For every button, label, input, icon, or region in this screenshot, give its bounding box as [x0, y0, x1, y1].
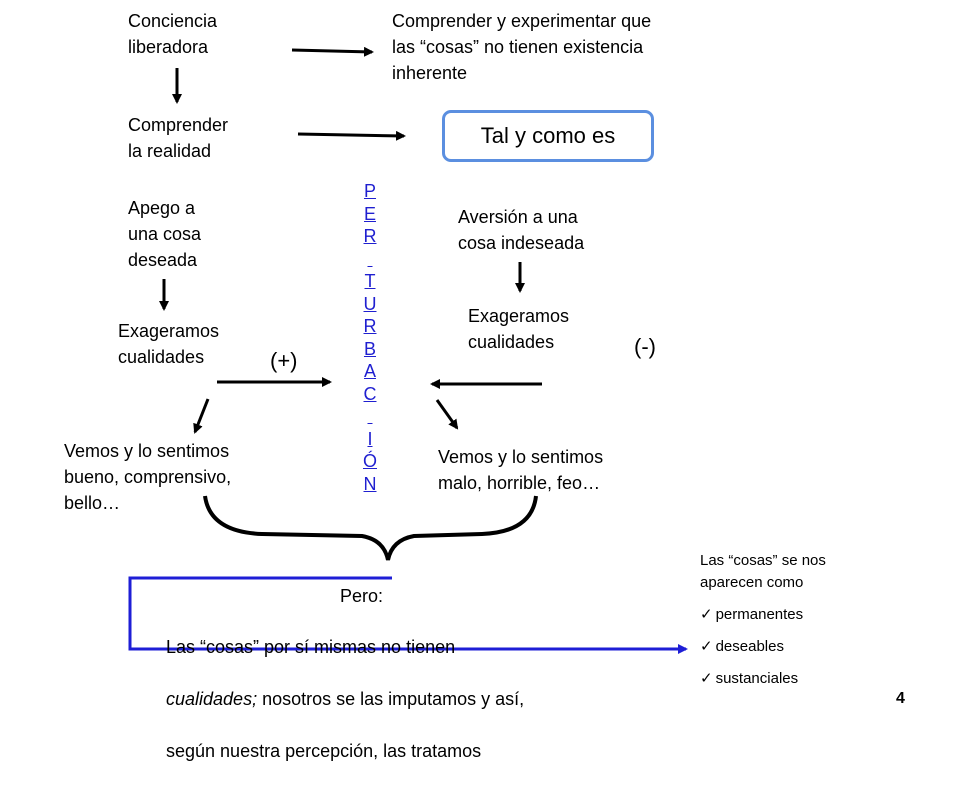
perturbacion-letter: P [363, 181, 376, 201]
perturbacion-letter: E [363, 203, 376, 224]
page-number: 4 [896, 690, 905, 707]
list-item-label: permanentes [715, 606, 804, 623]
arrow-realidad-to-tal [297, 130, 406, 141]
node-cosas-sin-cualidades: Las “cosas” por sí mismas no tienen cual… [166, 608, 524, 790]
node-aversion: Aversión a una cosa indeseada [458, 207, 585, 253]
list-item-label: deseables [715, 638, 784, 655]
perturbacion-gap [360, 248, 380, 271]
node-exageramos-right: Exageramos cualidades [468, 306, 570, 352]
node-conciencia-liberadora: Conciencia liberadora [128, 11, 218, 57]
perturbacion-letter: U [363, 293, 377, 314]
cosas-line-3: según nuestra percepción, las tratamos [166, 741, 482, 761]
checkmark-icon: ✓ [700, 670, 713, 687]
perturbacion-gap [360, 405, 380, 428]
node-exageramos-left: Exageramos cualidades [118, 321, 220, 367]
perturbacion-letter: B [363, 338, 376, 359]
checkmark-icon: ✓ [700, 638, 713, 655]
list-item: ✓sustanciales [700, 668, 920, 690]
label-plus: (+) [270, 348, 298, 373]
node-comprender-realidad: Comprender la realidad [128, 115, 229, 161]
cosas-line-2-rest: nosotros se las imputamos y así, [257, 689, 525, 709]
arrow-diagonal-right [435, 399, 459, 430]
perturbacion-letter: R [363, 316, 377, 336]
arrow-conciencia-to-experimentar [291, 46, 374, 57]
label-pero: Pero: [340, 586, 384, 606]
list-item: ✓deseables [700, 636, 920, 658]
node-apego: Apego a una cosa deseada [128, 198, 202, 270]
aparecen-heading: Las “cosas” se nos aparecen como [700, 552, 826, 591]
perturbacion-letter: R [363, 226, 377, 246]
cosas-line-2: cualidades; nosotros se las imputamos y … [166, 686, 524, 712]
curly-brace [203, 495, 538, 561]
node-tal-y-como-es: Tal y como es [442, 110, 654, 162]
perturbacion-letter: I [367, 428, 373, 449]
cosas-line-2-italic: cualidades; [166, 689, 258, 709]
label-minus: (-) [634, 334, 656, 359]
perturbacion-letter: C [363, 383, 377, 404]
aparecen-list: Las “cosas” se nos aparecen como ✓perman… [700, 550, 920, 690]
arrow-diagonal-left [193, 398, 210, 434]
node-comprender-experimentar: Comprender y experimentar que las “cosas… [392, 11, 652, 83]
diagram-connectors [128, 46, 688, 654]
perturbacion-letter: A [363, 361, 376, 381]
list-item-label: sustanciales [715, 670, 799, 687]
list-item: ✓permanentes [700, 604, 920, 626]
aparecen-items: ✓permanentes✓deseables✓sustanciales [700, 604, 920, 690]
perturbacion-letter: N [363, 473, 377, 494]
checkmark-icon: ✓ [700, 606, 713, 623]
node-vemos-bueno: Vemos y lo sentimos bueno, comprensivo, … [64, 441, 232, 513]
cosas-line-1: Las “cosas” por sí mismas no tienen [166, 637, 456, 657]
node-vemos-malo: Vemos y lo sentimos malo, horrible, feo… [438, 447, 604, 493]
perturbacion-letter: T [364, 271, 376, 291]
blue-connector [128, 576, 688, 654]
perturbacion-letter: Ó [362, 451, 377, 471]
